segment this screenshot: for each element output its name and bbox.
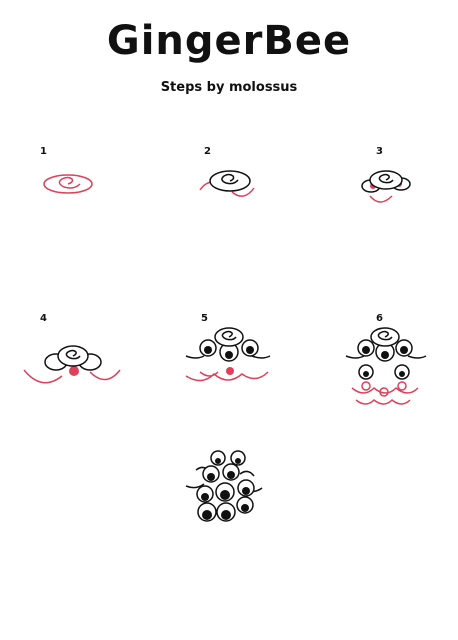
- step-number-2: 2: [204, 146, 211, 157]
- step-6-drawing: [345, 327, 427, 405]
- step-5-drawing: [185, 327, 271, 382]
- step-2-drawing: [199, 170, 255, 197]
- step-number-4: 4: [40, 313, 47, 324]
- step-number-5: 5: [201, 313, 208, 324]
- page-subtitle: Steps by molossus: [160, 80, 298, 95]
- final-drawing: [185, 450, 263, 522]
- step-1-drawing: [43, 174, 93, 194]
- step-3-drawing: [361, 170, 411, 203]
- step-number-1: 1: [40, 146, 47, 157]
- step-number-3: 3: [376, 146, 383, 157]
- page-title: GingerBee: [106, 18, 352, 64]
- step-4-drawing: [23, 345, 121, 384]
- step-number-6: 6: [376, 313, 383, 324]
